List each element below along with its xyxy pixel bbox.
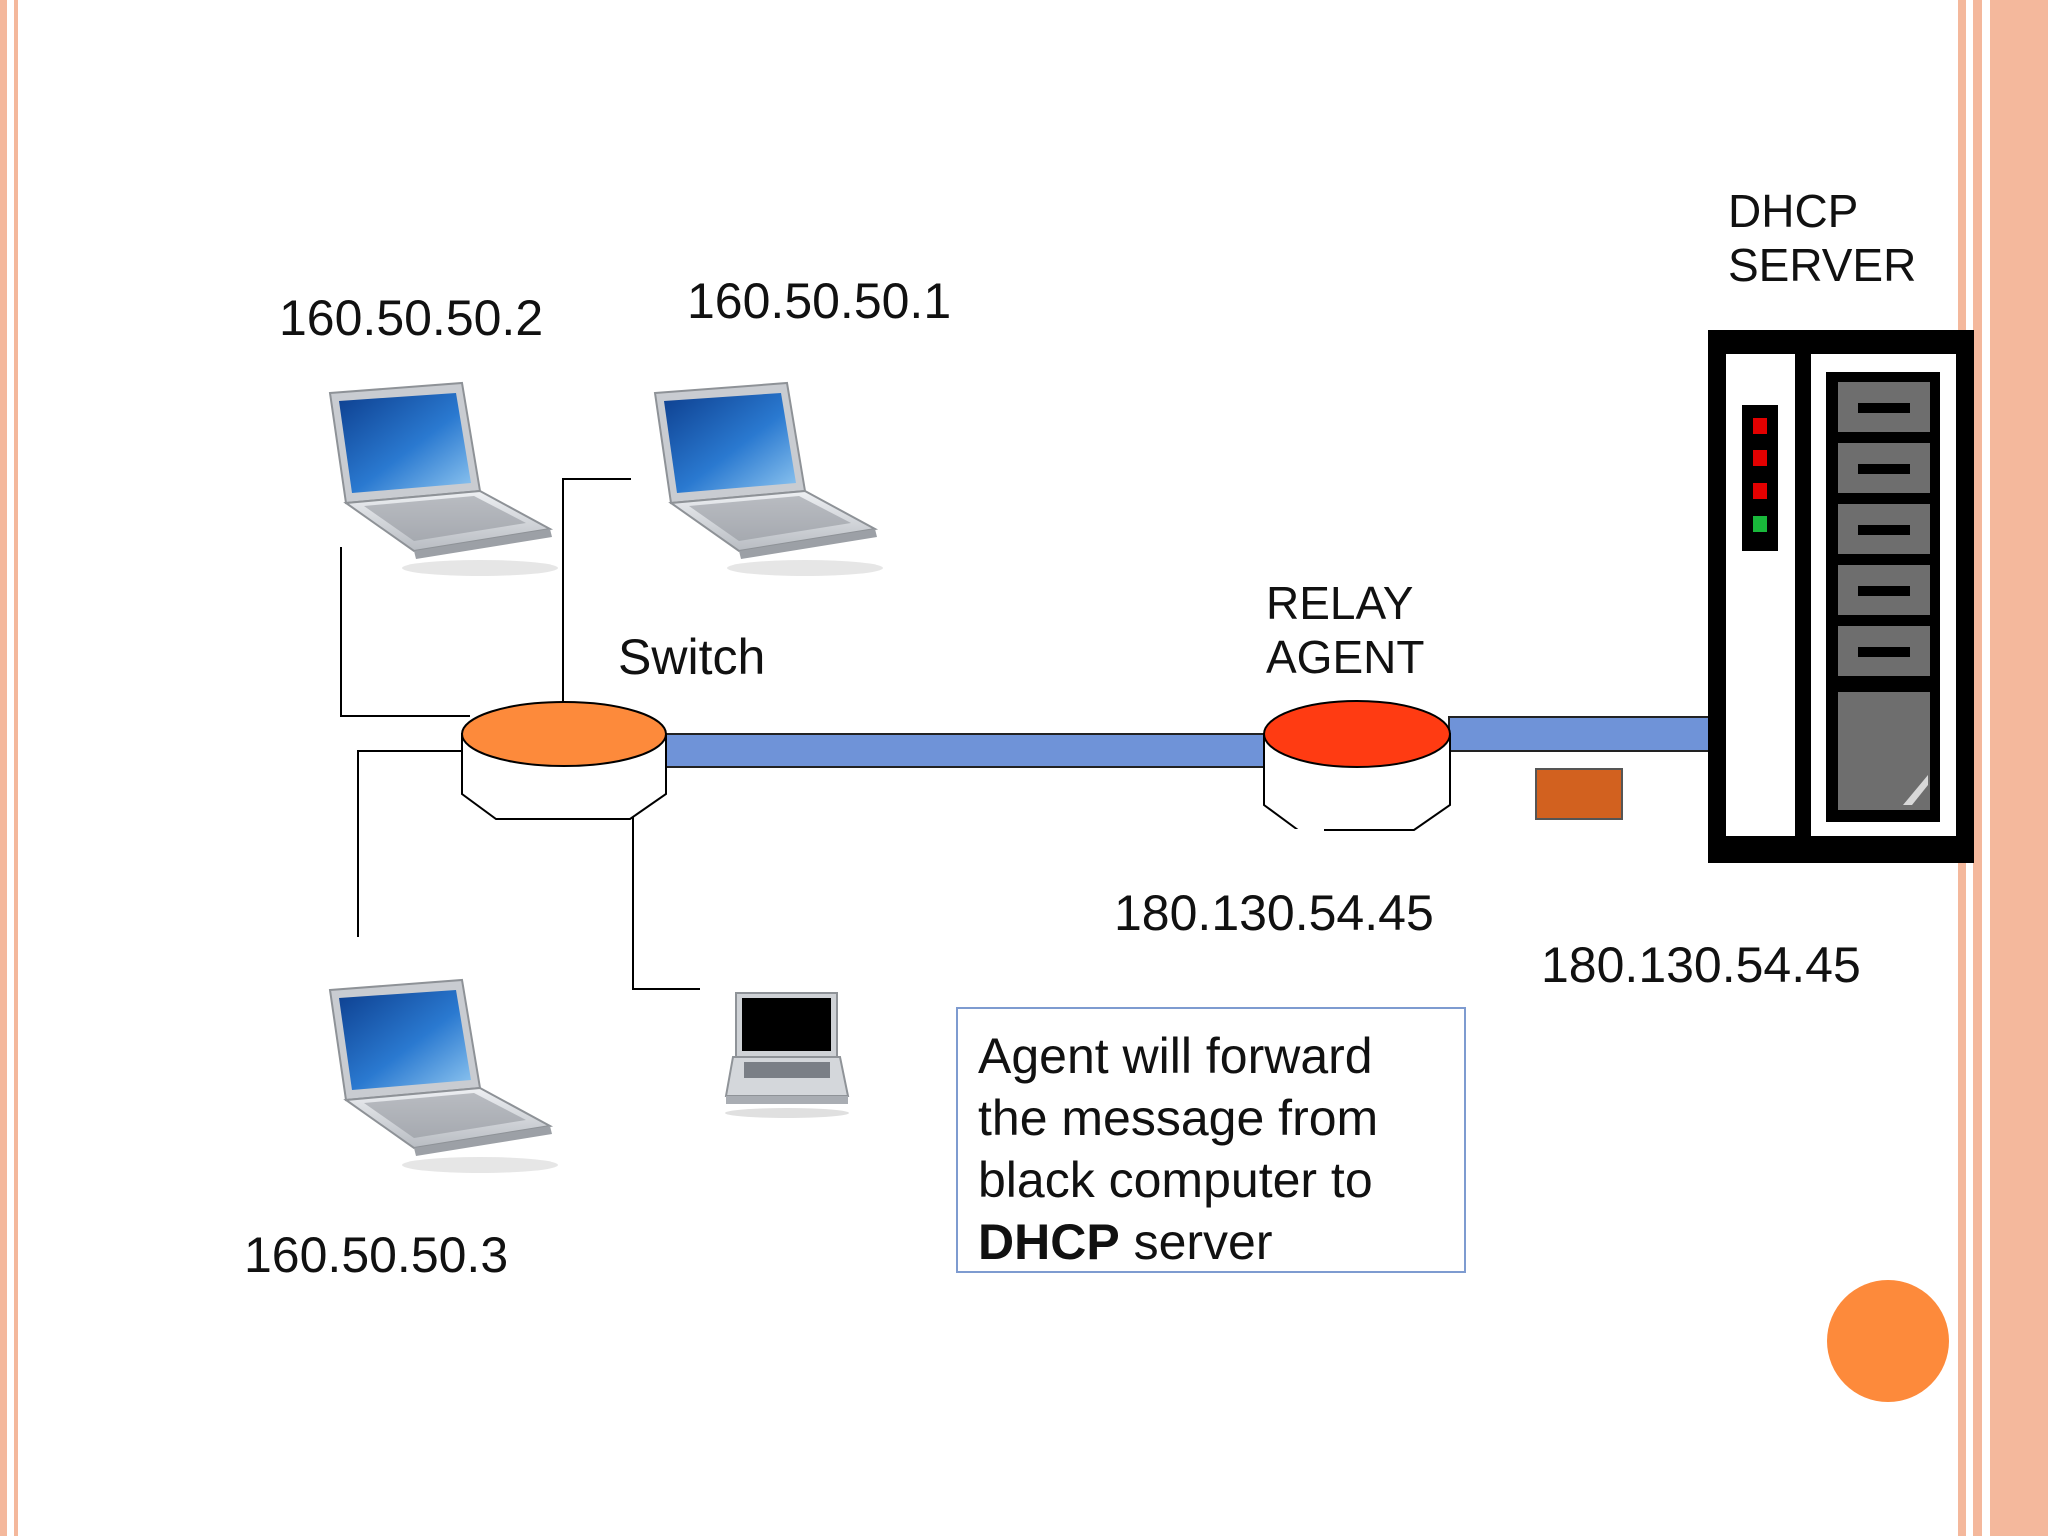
pc2-ip-label: 160.50.50.1 (687, 273, 952, 329)
link-black-pc-switch (632, 772, 700, 990)
dhcp-server-icon (1708, 330, 1974, 863)
link-pc3-switch (357, 750, 462, 937)
dhcp-server-label-line1: DHCP (1728, 185, 1859, 237)
dhcp-server-label-line2: SERVER (1728, 239, 1917, 291)
message-packet (1535, 768, 1623, 820)
laptop-icon-pc1 (329, 382, 559, 577)
note-line-rest: server (1119, 1214, 1273, 1270)
slide-border-left (0, 0, 18, 1536)
relay-agent-label-line1: RELAY (1266, 577, 1414, 629)
pc1-ip-label: 160.50.50.2 (279, 290, 544, 346)
relay-agent-label-line2: AGENT (1266, 631, 1425, 683)
laptop-icon-pc2 (654, 382, 884, 577)
decorative-orange-circle (1827, 1280, 1949, 1402)
pc3-ip-label: 160.50.50.3 (244, 1227, 509, 1283)
relay-agent-device (1263, 700, 1451, 834)
laptop-icon-pc3 (329, 979, 559, 1174)
note-line: DHCP server (978, 1211, 1446, 1273)
black-laptop-icon (724, 992, 850, 1118)
note-bold-dhcp: DHCP (978, 1214, 1120, 1270)
link-relay-server (1448, 716, 1710, 752)
link-pc1-switch (340, 547, 470, 717)
note-line: the message from (978, 1090, 1379, 1146)
relay-agent-ip-label: 180.130.54.45 (1114, 885, 1434, 941)
dhcp-server-ip-label: 180.130.54.45 (1541, 937, 1861, 993)
link-pc2-switch (562, 478, 631, 704)
explanation-note-box: Agent will forward the message from blac… (956, 1007, 1466, 1273)
switch-device (461, 701, 667, 820)
note-line: Agent will forward (978, 1028, 1373, 1084)
note-line: black computer to (978, 1152, 1373, 1208)
connection-lines (340, 478, 700, 990)
switch-label: Switch (618, 629, 766, 685)
link-switch-relay (663, 733, 1265, 768)
